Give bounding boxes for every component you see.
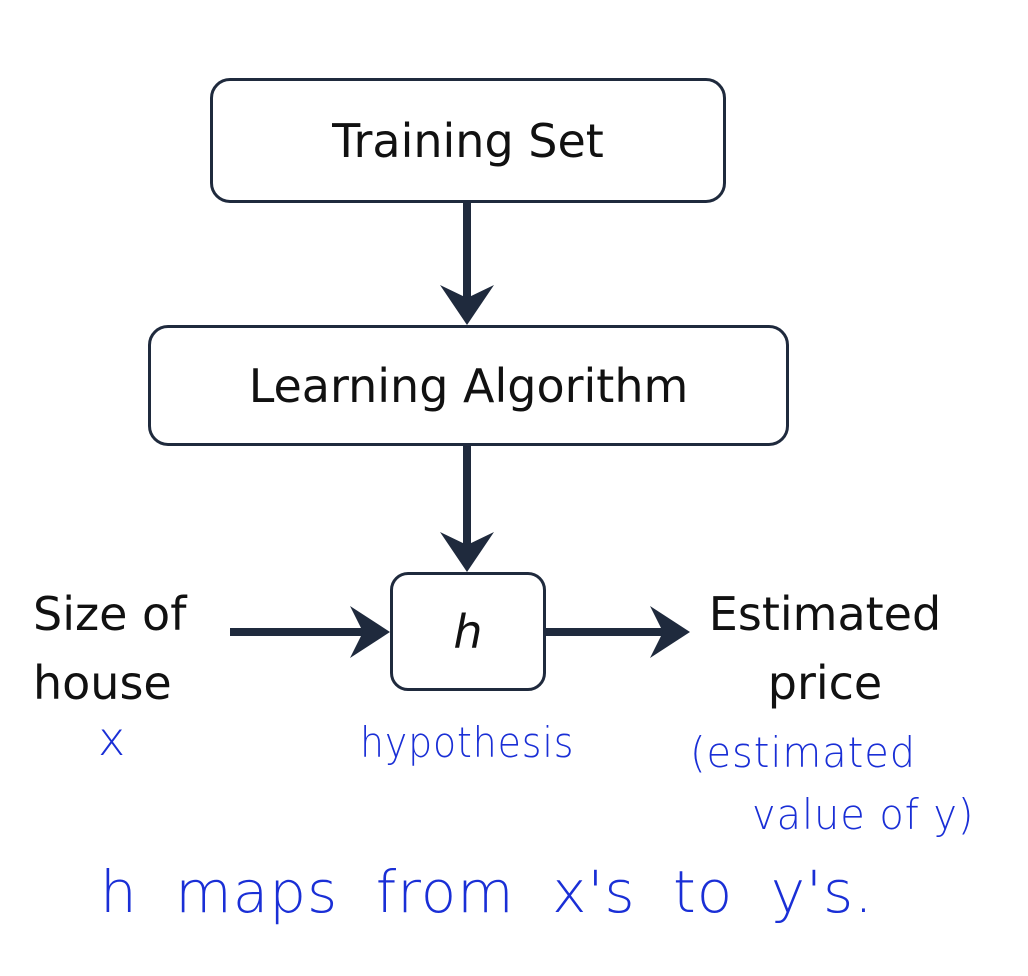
training-set-box: Training Set [210, 78, 726, 203]
arrowhead [350, 606, 390, 658]
annotation-x: x [98, 712, 127, 766]
hypothesis-label: h [453, 604, 483, 659]
output-label-line2: price [767, 656, 883, 710]
input-label-line1: Size of [33, 587, 187, 641]
annotation-output-note-2: value of y) [752, 790, 975, 839]
training-set-label: Training Set [332, 113, 604, 168]
arrowhead [650, 606, 690, 658]
annotation-output-note-1: (estimated [690, 728, 916, 777]
output-label: Estimated price [700, 580, 950, 718]
output-label-line1: Estimated [708, 587, 942, 641]
annotation-hypothesis: hypothesis [360, 718, 575, 767]
learning-algorithm-label: Learning Algorithm [248, 358, 689, 413]
learning-algorithm-box: Learning Algorithm [148, 325, 789, 446]
hypothesis-box: h [390, 572, 546, 691]
arrowhead [440, 285, 494, 325]
input-label: Size of house [33, 580, 186, 718]
annotation-summary: h maps from x's to y's. [100, 858, 874, 926]
arrowhead [440, 532, 494, 572]
input-label-line2: house [33, 656, 172, 710]
